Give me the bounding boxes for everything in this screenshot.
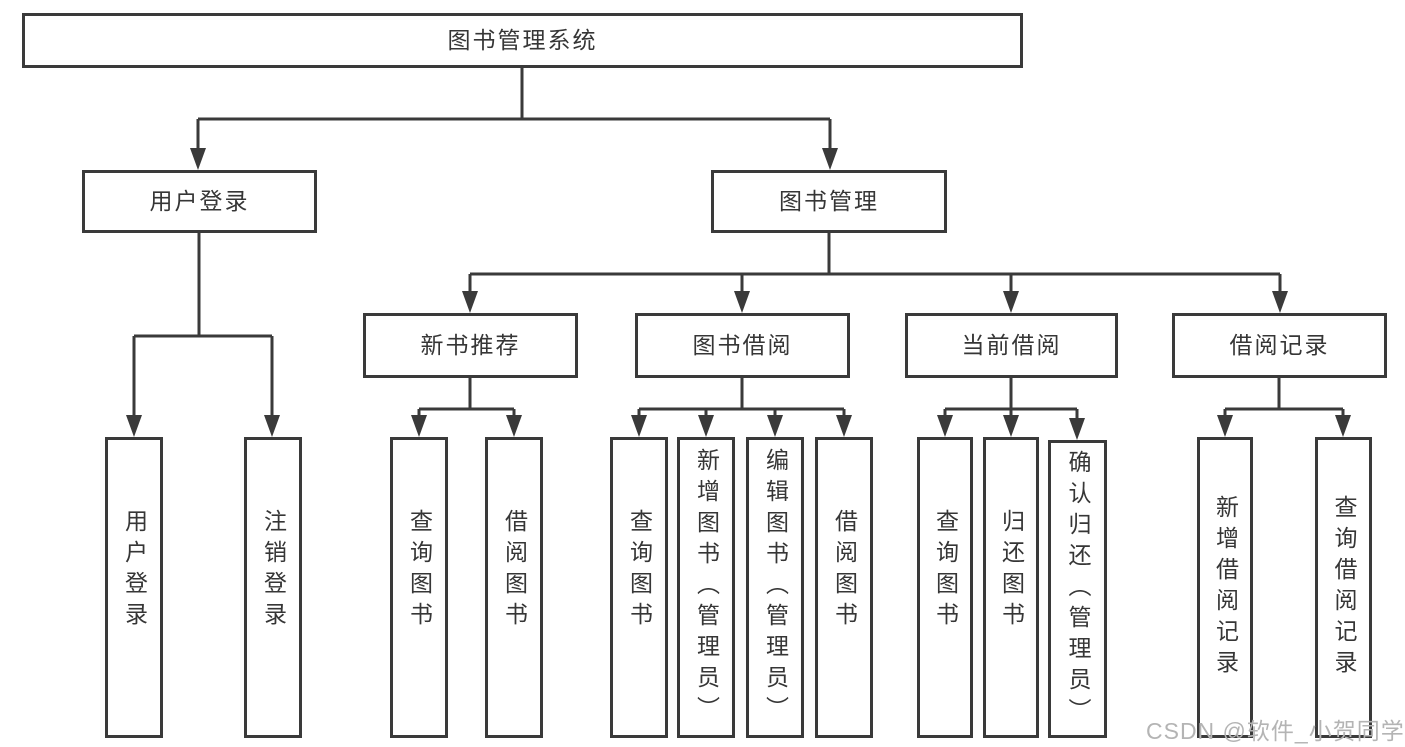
node-book-borrow: 图书借阅 — [635, 313, 850, 378]
csdn-watermark: CSDN @软件_小贺同学 — [1146, 718, 1405, 744]
leaf-borrow-books-recommend: 借阅图书 — [485, 437, 543, 738]
leaf-query-books-borrow: 查询图书 — [610, 437, 668, 738]
leaf-add-book-admin: 新增图书（管理员） — [677, 437, 735, 738]
leaf-query-books-recommend: 查询图书 — [390, 437, 448, 738]
leaf-query-books-current-label: 查询图书 — [932, 508, 959, 633]
leaf-edit-book-admin: 编辑图书（管理员） — [746, 437, 804, 738]
node-new-book-recommend: 新书推荐 — [363, 313, 578, 378]
leaf-add-borrow-record-label: 新增借阅记录 — [1212, 494, 1239, 681]
leaf-query-borrow-record: 查询借阅记录 — [1315, 437, 1372, 738]
leaf-user-login: 用户登录 — [105, 437, 163, 738]
leaf-query-books-borrow-label: 查询图书 — [626, 508, 653, 633]
node-book-management: 图书管理 — [711, 170, 947, 233]
leaf-borrow-books-label: 借阅图书 — [831, 508, 858, 633]
leaf-query-books-current: 查询图书 — [917, 437, 973, 738]
leaf-return-books: 归还图书 — [983, 437, 1039, 738]
leaf-query-books-recommend-label: 查询图书 — [406, 508, 433, 633]
node-current-borrow: 当前借阅 — [905, 313, 1118, 378]
node-library-system: 图书管理系统 — [22, 13, 1023, 68]
leaf-add-borrow-record: 新增借阅记录 — [1197, 437, 1253, 738]
leaf-return-books-label: 归还图书 — [998, 508, 1025, 633]
leaf-logout: 注销登录 — [244, 437, 302, 738]
node-borrow-records: 借阅记录 — [1172, 313, 1387, 378]
leaf-borrow-books: 借阅图书 — [815, 437, 873, 738]
leaf-confirm-return-admin-label: 确认归还（管理员） — [1065, 449, 1091, 729]
leaf-edit-book-admin-label: 编辑图书（管理员） — [762, 448, 789, 727]
leaf-logout-label: 注销登录 — [260, 508, 287, 633]
node-user-login: 用户登录 — [82, 170, 317, 233]
leaf-query-borrow-record-label: 查询借阅记录 — [1331, 494, 1357, 681]
leaf-borrow-books-recommend-label: 借阅图书 — [501, 508, 528, 633]
leaf-confirm-return-admin: 确认归还（管理员） — [1048, 440, 1107, 738]
leaf-user-login-label: 用户登录 — [121, 508, 148, 633]
leaf-add-book-admin-label: 新增图书（管理员） — [693, 448, 720, 727]
